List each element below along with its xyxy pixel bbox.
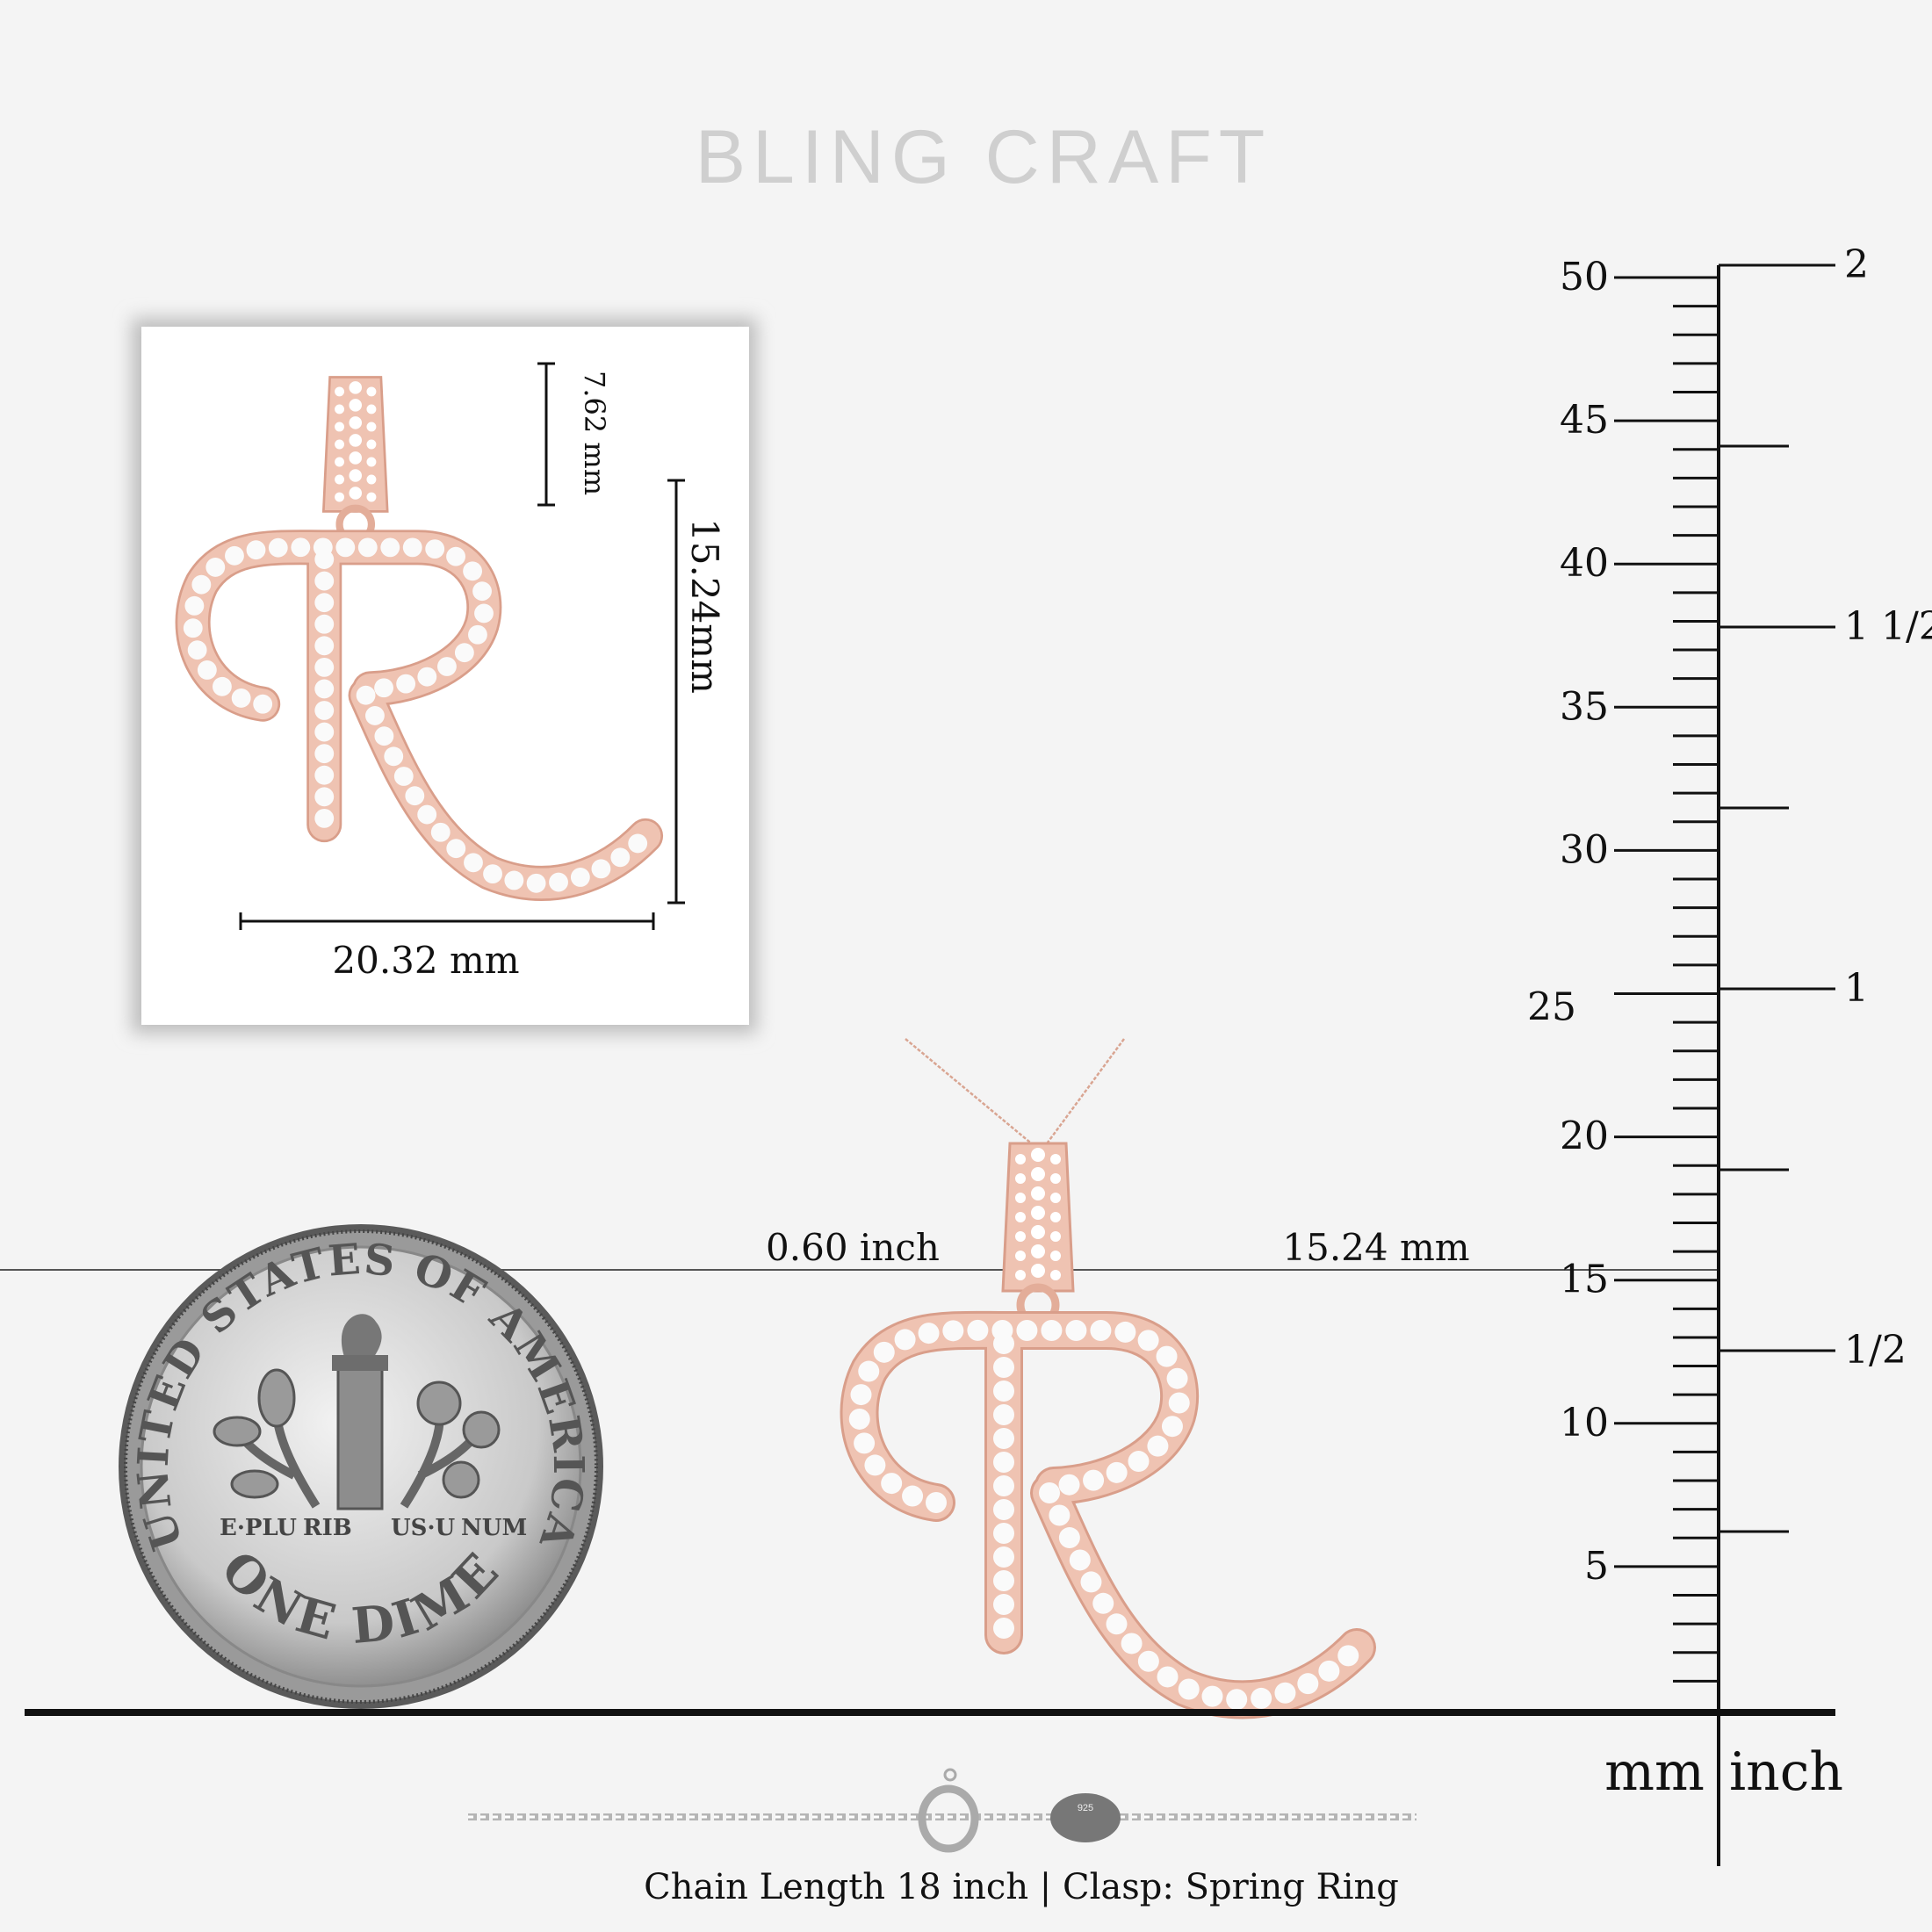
inset-width-label: 20.32 mm bbox=[332, 939, 519, 982]
mm-label: 45 bbox=[1560, 398, 1609, 443]
dime-coin: UNITED STATES OF AMERICA ONE DIME E·PLU … bbox=[119, 1224, 603, 1709]
mm-label: 40 bbox=[1560, 541, 1609, 586]
coin-motto-2: RIB bbox=[303, 1515, 352, 1541]
mm-label: 5 bbox=[1584, 1544, 1609, 1589]
mm-label: 25 bbox=[1527, 985, 1576, 1030]
mm-label: 15 bbox=[1560, 1258, 1609, 1302]
inch-unit-label: inch bbox=[1729, 1741, 1843, 1803]
dimension-inset: 7.62 mm 15.24mm 20.32 mm bbox=[132, 318, 757, 1034]
mm-label: 30 bbox=[1560, 827, 1609, 872]
coin-motto-1: E·PLU bbox=[220, 1515, 297, 1541]
coin-motto-3: US·U bbox=[391, 1515, 456, 1541]
coin-emblem bbox=[213, 1314, 501, 1510]
mm-label: 50 bbox=[1560, 255, 1609, 299]
mm-label: 10 bbox=[1560, 1401, 1609, 1445]
mm-unit-label: mm bbox=[1604, 1741, 1705, 1803]
ruler: 5 10 15 20 25 30 35 40 45 50 1/2 1 1 1/2 2 bbox=[1527, 242, 1932, 1866]
inch-label: 1 bbox=[1844, 966, 1869, 1011]
inch-label: 1/2 bbox=[1844, 1328, 1907, 1373]
chain-tag-text: 925 bbox=[1078, 1803, 1093, 1813]
main-pendant-image bbox=[860, 1038, 1357, 1699]
inch-label: 2 bbox=[1844, 242, 1869, 287]
height-mm-label: 15.24 mm bbox=[1282, 1226, 1469, 1269]
chain-clasp-image: 925 bbox=[468, 1768, 1417, 1853]
height-inch-label: 0.60 inch bbox=[766, 1226, 940, 1269]
inch-label: 1 1/2 bbox=[1844, 604, 1932, 649]
brand-title: BLING CRAFT bbox=[696, 115, 1272, 199]
mm-label: 35 bbox=[1560, 684, 1609, 729]
bail-height-label: 7.62 mm bbox=[578, 371, 611, 495]
chain-caption: Chain Length 18 inch | Clasp: Spring Rin… bbox=[644, 1867, 1399, 1907]
inset-height-label: 15.24mm bbox=[683, 518, 726, 694]
mm-label: 20 bbox=[1560, 1114, 1609, 1159]
coin-motto-4: NUM bbox=[461, 1515, 527, 1541]
